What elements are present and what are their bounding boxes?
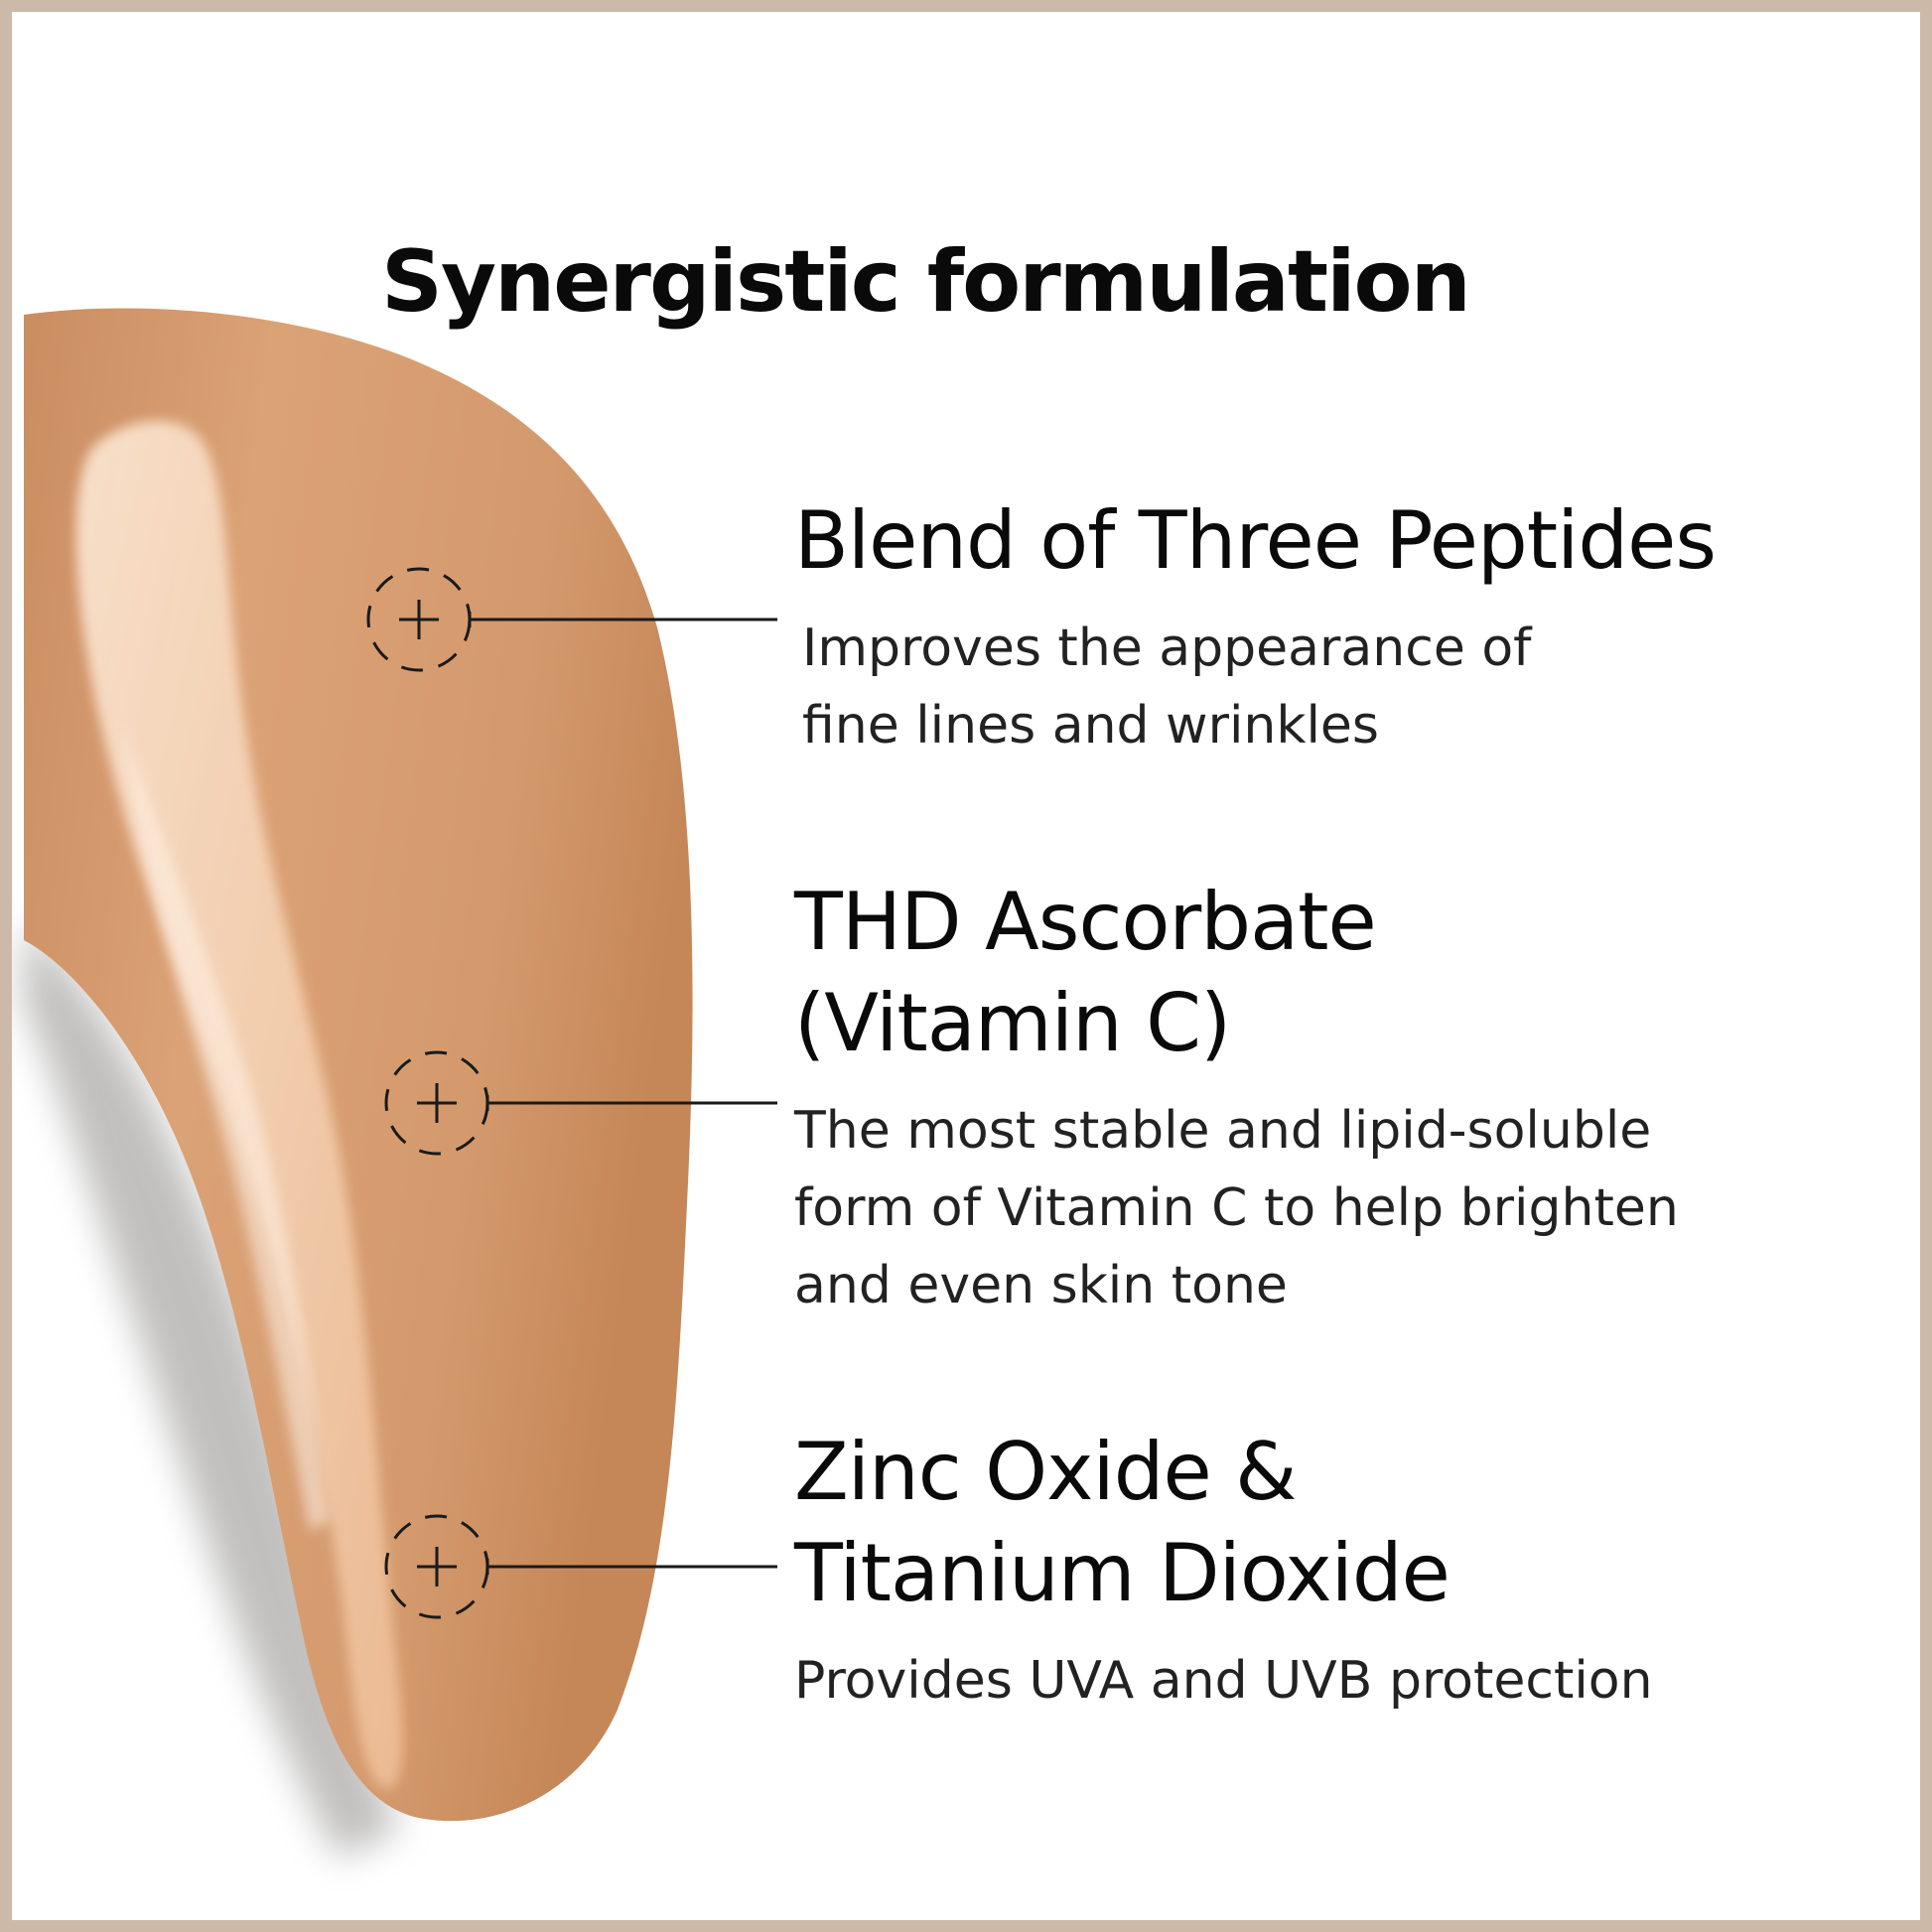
feature-vitamin-c: THD Ascorbate (Vitamin C) The most stabl…: [794, 872, 1886, 1324]
feature-title: THD Ascorbate (Vitamin C): [794, 872, 1886, 1074]
feature-title: Zinc Oxide & Titanium Dioxide: [794, 1422, 1886, 1624]
feature-title: Blend of Three Peptides: [794, 490, 1886, 592]
feature-title-line: Titanium Dioxide: [794, 1527, 1450, 1619]
feature-description-line: form of Vitamin C to help brighten: [794, 1178, 1679, 1238]
feature-description-line: The most stable and lipid-soluble: [794, 1101, 1652, 1161]
page-title: Synergistic formulation: [381, 232, 1471, 332]
feature-description: Provides UVA and UVB protection: [794, 1642, 1886, 1720]
feature-title-line: (Vitamin C): [794, 977, 1231, 1069]
feature-description: The most stable and lipid-soluble form o…: [794, 1092, 1886, 1324]
feature-title-line: THD Ascorbate: [794, 876, 1377, 968]
feature-description-line: Improves the appearance of: [802, 619, 1532, 678]
feature-description-line: and even skin tone: [794, 1256, 1288, 1315]
feature-description-line: Provides UVA and UVB protection: [794, 1651, 1653, 1711]
feature-description-line: fine lines and wrinkles: [802, 696, 1380, 756]
feature-peptides: Blend of Three Peptides Improves the app…: [794, 490, 1886, 764]
feature-title-line: Zinc Oxide &: [794, 1426, 1297, 1518]
feature-mineral-spf: Zinc Oxide & Titanium Dioxide Provides U…: [794, 1422, 1886, 1720]
foundation-swatch-image: [24, 308, 693, 1859]
feature-description: Improves the appearance of fine lines an…: [802, 610, 1886, 764]
feature-title-line: Blend of Three Peptides: [794, 494, 1717, 587]
